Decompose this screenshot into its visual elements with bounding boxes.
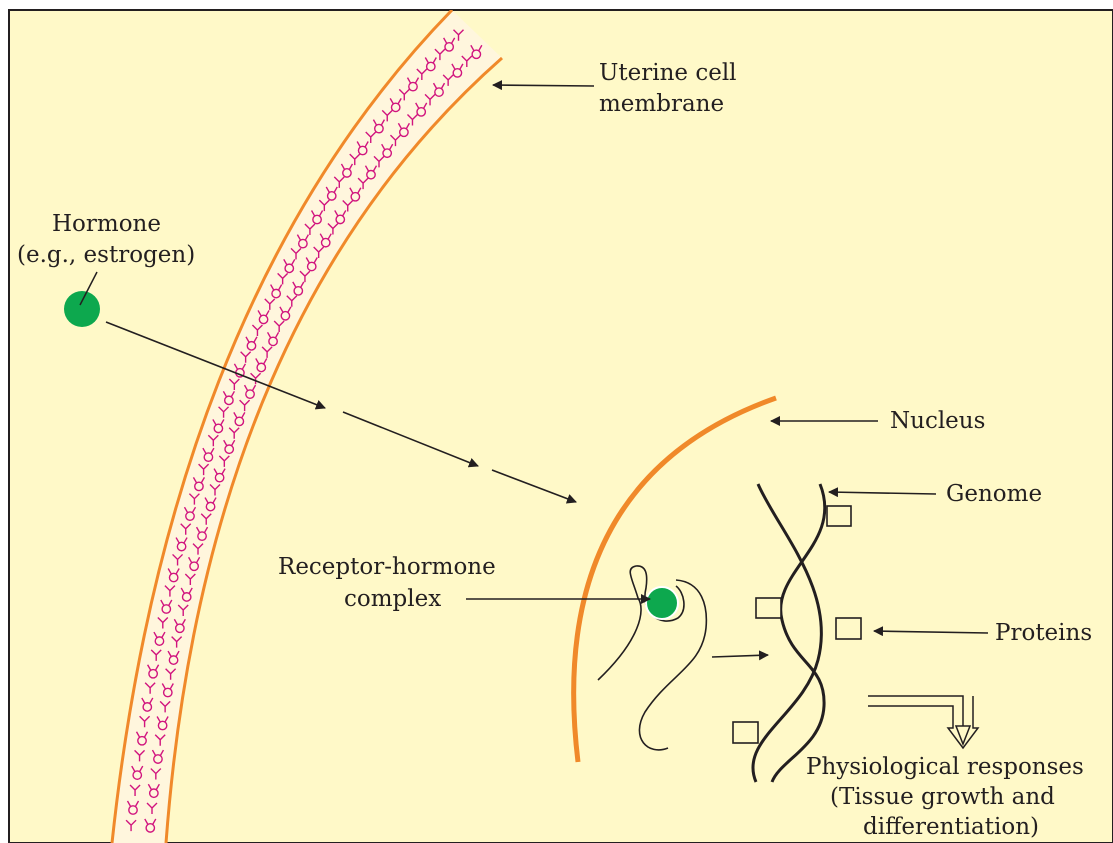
complex-label-line1: Receptor-hormone: [278, 554, 496, 580]
complex-label-line2: complex: [344, 586, 441, 612]
membrane-label-line2: membrane: [599, 91, 724, 117]
protein-box-1: [827, 506, 851, 526]
protein-box-3: [836, 618, 861, 639]
bound-hormone: [646, 587, 678, 619]
membrane-pointer: [493, 85, 594, 86]
membrane-label-line1: Uterine cell: [599, 60, 737, 86]
protein-box-2: [756, 598, 781, 618]
hormone-molecule: [64, 291, 100, 327]
response-label-line3: differentiation): [863, 814, 1039, 840]
protein-box-4: [733, 722, 758, 743]
response-label-line1: Physiological responses: [806, 754, 1084, 780]
genome-label: Genome: [946, 481, 1042, 507]
hormone-label-line1: Hormone: [52, 211, 161, 237]
response-label-line2: (Tissue growth and: [830, 784, 1055, 810]
hormone-label-line2: (e.g., estrogen): [17, 242, 195, 268]
nucleus-label: Nucleus: [890, 408, 985, 434]
proteins-label: Proteins: [995, 620, 1092, 646]
